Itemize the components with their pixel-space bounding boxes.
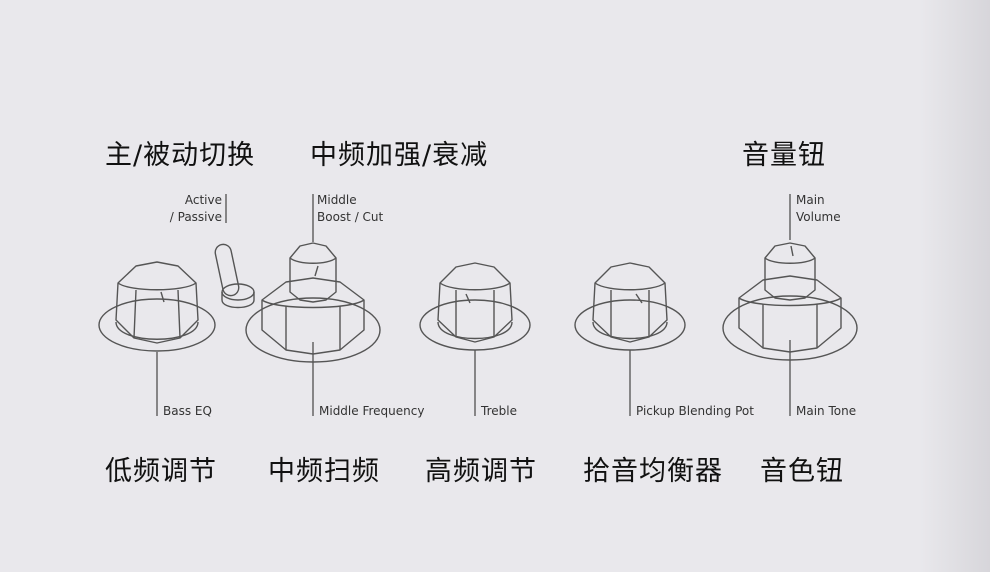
label-bass: Bass EQ: [163, 404, 212, 418]
knob-bass: [98, 261, 216, 352]
label-tone: Main Tone: [796, 404, 857, 418]
title-active-passive: 主/被动切换: [105, 140, 256, 171]
label-active-passive: Active / Passive: [150, 192, 222, 226]
label-volume-line2: Volume: [796, 210, 841, 224]
title-mid-boost: 中频加强/衰减: [310, 140, 489, 171]
knob-treble: [419, 262, 531, 351]
toggle-switch: [214, 243, 255, 309]
label-mid-line1: Middle: [317, 193, 357, 207]
label-blend: Pickup Blending Pot: [636, 404, 754, 418]
title-blend: 拾音均衡器: [583, 456, 723, 487]
title-mid-freq: 中频扫频: [268, 456, 380, 487]
label-mid-line2: Boost / Cut: [317, 210, 384, 224]
knob-middle: [245, 242, 381, 363]
knob-blend: [574, 262, 686, 351]
label-volume-line1: Main: [796, 193, 825, 207]
label-active-line2: / Passive: [169, 210, 222, 224]
label-mid-freq: Middle Frequency: [319, 404, 425, 418]
title-treble: 高频调节: [425, 456, 537, 487]
title-bass: 低频调节: [105, 456, 217, 487]
title-tone: 音色钮: [760, 456, 844, 487]
title-volume: 音量钮: [742, 140, 826, 171]
label-mid-boost: Middle Boost / Cut: [317, 192, 383, 226]
label-volume: Main Volume: [796, 192, 841, 226]
label-active-line1: Active: [184, 193, 222, 207]
knob-volume-tone: [722, 242, 858, 361]
label-treble: Treble: [481, 404, 517, 418]
